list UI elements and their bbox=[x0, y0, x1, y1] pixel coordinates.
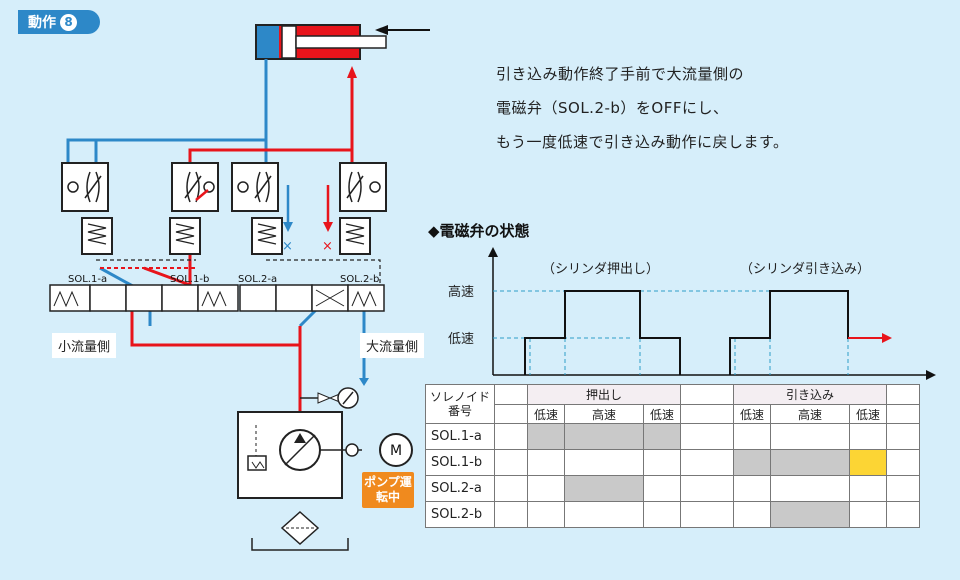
sub-low: 低速 bbox=[527, 404, 565, 424]
table-row: SOL.2-b bbox=[425, 501, 920, 528]
sol-2a-label: SOL.2-a bbox=[238, 274, 277, 285]
state-cell-off bbox=[770, 475, 850, 502]
sol-1a-label: SOL.1-a bbox=[68, 274, 107, 285]
state-cell-off bbox=[680, 423, 734, 450]
state-cell-off bbox=[527, 449, 565, 476]
state-cell-off bbox=[564, 449, 644, 476]
state-section-title: ◆電磁弁の状態 bbox=[428, 222, 530, 240]
state-cell-on bbox=[564, 423, 644, 450]
level-low-label: 低速 bbox=[448, 332, 474, 347]
flow-indicator-arrows: × × bbox=[282, 185, 333, 254]
table-group-push: 押出し bbox=[527, 384, 681, 405]
state-cell-off bbox=[733, 501, 771, 528]
sub-low: 低速 bbox=[849, 404, 887, 424]
solenoid-state-table: ソレノイド番号 押出し 引き込み 低速 高速 低速 低速 高速 低速 SOL.1… bbox=[425, 384, 920, 528]
motor-label: M bbox=[390, 443, 402, 459]
state-cell-off bbox=[494, 423, 528, 450]
state-cell-on bbox=[527, 423, 565, 450]
svg-text:×: × bbox=[282, 239, 293, 254]
phase-label-pull: （シリンダ引き込み） bbox=[740, 262, 870, 277]
state-cell-off bbox=[733, 475, 771, 502]
solenoid-name: SOL.2-b bbox=[425, 501, 495, 528]
state-cell-off bbox=[643, 501, 681, 528]
directional-valve-2 bbox=[239, 284, 385, 312]
state-cell-highlight bbox=[849, 449, 887, 476]
state-cell-off bbox=[733, 423, 771, 450]
filter bbox=[251, 510, 349, 551]
state-cell-off bbox=[849, 423, 887, 450]
description-line-2: 電磁弁（SOL.2-b）をOFFにし、 bbox=[496, 99, 729, 117]
state-cell-off bbox=[886, 475, 920, 502]
solenoid-name: SOL.1-a bbox=[425, 423, 495, 450]
motor: M bbox=[379, 433, 413, 467]
pressure-gauge bbox=[300, 387, 359, 409]
sol-1b-label: SOL.1-b bbox=[170, 274, 209, 285]
state-cell-off bbox=[494, 475, 528, 502]
solenoid-name: SOL.1-b bbox=[425, 449, 495, 476]
state-cell-off bbox=[886, 501, 920, 528]
state-cell-on bbox=[564, 475, 644, 502]
table-row: SOL.2-a bbox=[425, 475, 920, 502]
state-cell-off bbox=[849, 475, 887, 502]
state-cell-on bbox=[770, 449, 850, 476]
pressure-lines bbox=[130, 75, 354, 420]
svg-text:×: × bbox=[322, 239, 333, 254]
small-flow-label: 小流量側 bbox=[52, 333, 117, 358]
state-cell-on bbox=[733, 449, 771, 476]
state-cell-off bbox=[643, 449, 681, 476]
sol-2b-label: SOL.2-b bbox=[340, 274, 379, 285]
level-high-label: 高速 bbox=[448, 284, 474, 300]
state-cell-off bbox=[643, 475, 681, 502]
sub-high: 高速 bbox=[564, 404, 644, 424]
sub-low: 低速 bbox=[733, 404, 771, 424]
timing-chart: （シリンダ押出し） （シリンダ引き込み） 高速 低速 bbox=[448, 247, 936, 380]
sub-low: 低速 bbox=[643, 404, 681, 424]
state-cell-on bbox=[770, 501, 850, 528]
state-cell-off bbox=[527, 501, 565, 528]
load-arrow bbox=[375, 25, 430, 35]
phase-label-push: （シリンダ押出し） bbox=[542, 262, 659, 277]
step-label: 動作 bbox=[28, 15, 56, 31]
state-cell-off bbox=[527, 475, 565, 502]
state-cell-off bbox=[494, 449, 528, 476]
table-row: SOL.1-a bbox=[425, 423, 920, 450]
state-cell-off bbox=[886, 423, 920, 450]
table-group-pull: 引き込み bbox=[733, 384, 887, 405]
state-cell-off bbox=[680, 475, 734, 502]
large-flow-label: 大流量側 bbox=[360, 333, 425, 358]
pump-running-badge: ポンプ運転中 bbox=[362, 472, 414, 508]
sub-high: 高速 bbox=[770, 404, 850, 424]
state-cell-on bbox=[643, 423, 681, 450]
flow-control-valves bbox=[61, 162, 387, 212]
state-cell-off bbox=[494, 501, 528, 528]
cylinder bbox=[255, 24, 387, 60]
pump-unit bbox=[237, 411, 362, 499]
directional-valve-1 bbox=[49, 284, 239, 312]
state-cell-off bbox=[770, 423, 850, 450]
state-cell-off bbox=[680, 449, 734, 476]
hydraulic-circuit-diagram: × × bbox=[49, 24, 430, 551]
description-line-3: もう一度低速で引き込み動作に戻します。 bbox=[496, 133, 789, 151]
check-valves bbox=[81, 217, 371, 255]
state-cell-off bbox=[886, 449, 920, 476]
solenoid-name: SOL.2-a bbox=[425, 475, 495, 502]
step-number: 8 bbox=[60, 13, 77, 31]
state-cell-off bbox=[680, 501, 734, 528]
state-cell-off bbox=[849, 501, 887, 528]
step-badge: 動作 8 bbox=[18, 10, 100, 34]
description-line-1: 引き込み動作終了手前で大流量側の bbox=[496, 65, 745, 83]
table-row: SOL.1-b bbox=[425, 449, 920, 476]
table-header-solenoid: ソレノイド番号 bbox=[425, 384, 495, 424]
state-cell-off bbox=[564, 501, 644, 528]
